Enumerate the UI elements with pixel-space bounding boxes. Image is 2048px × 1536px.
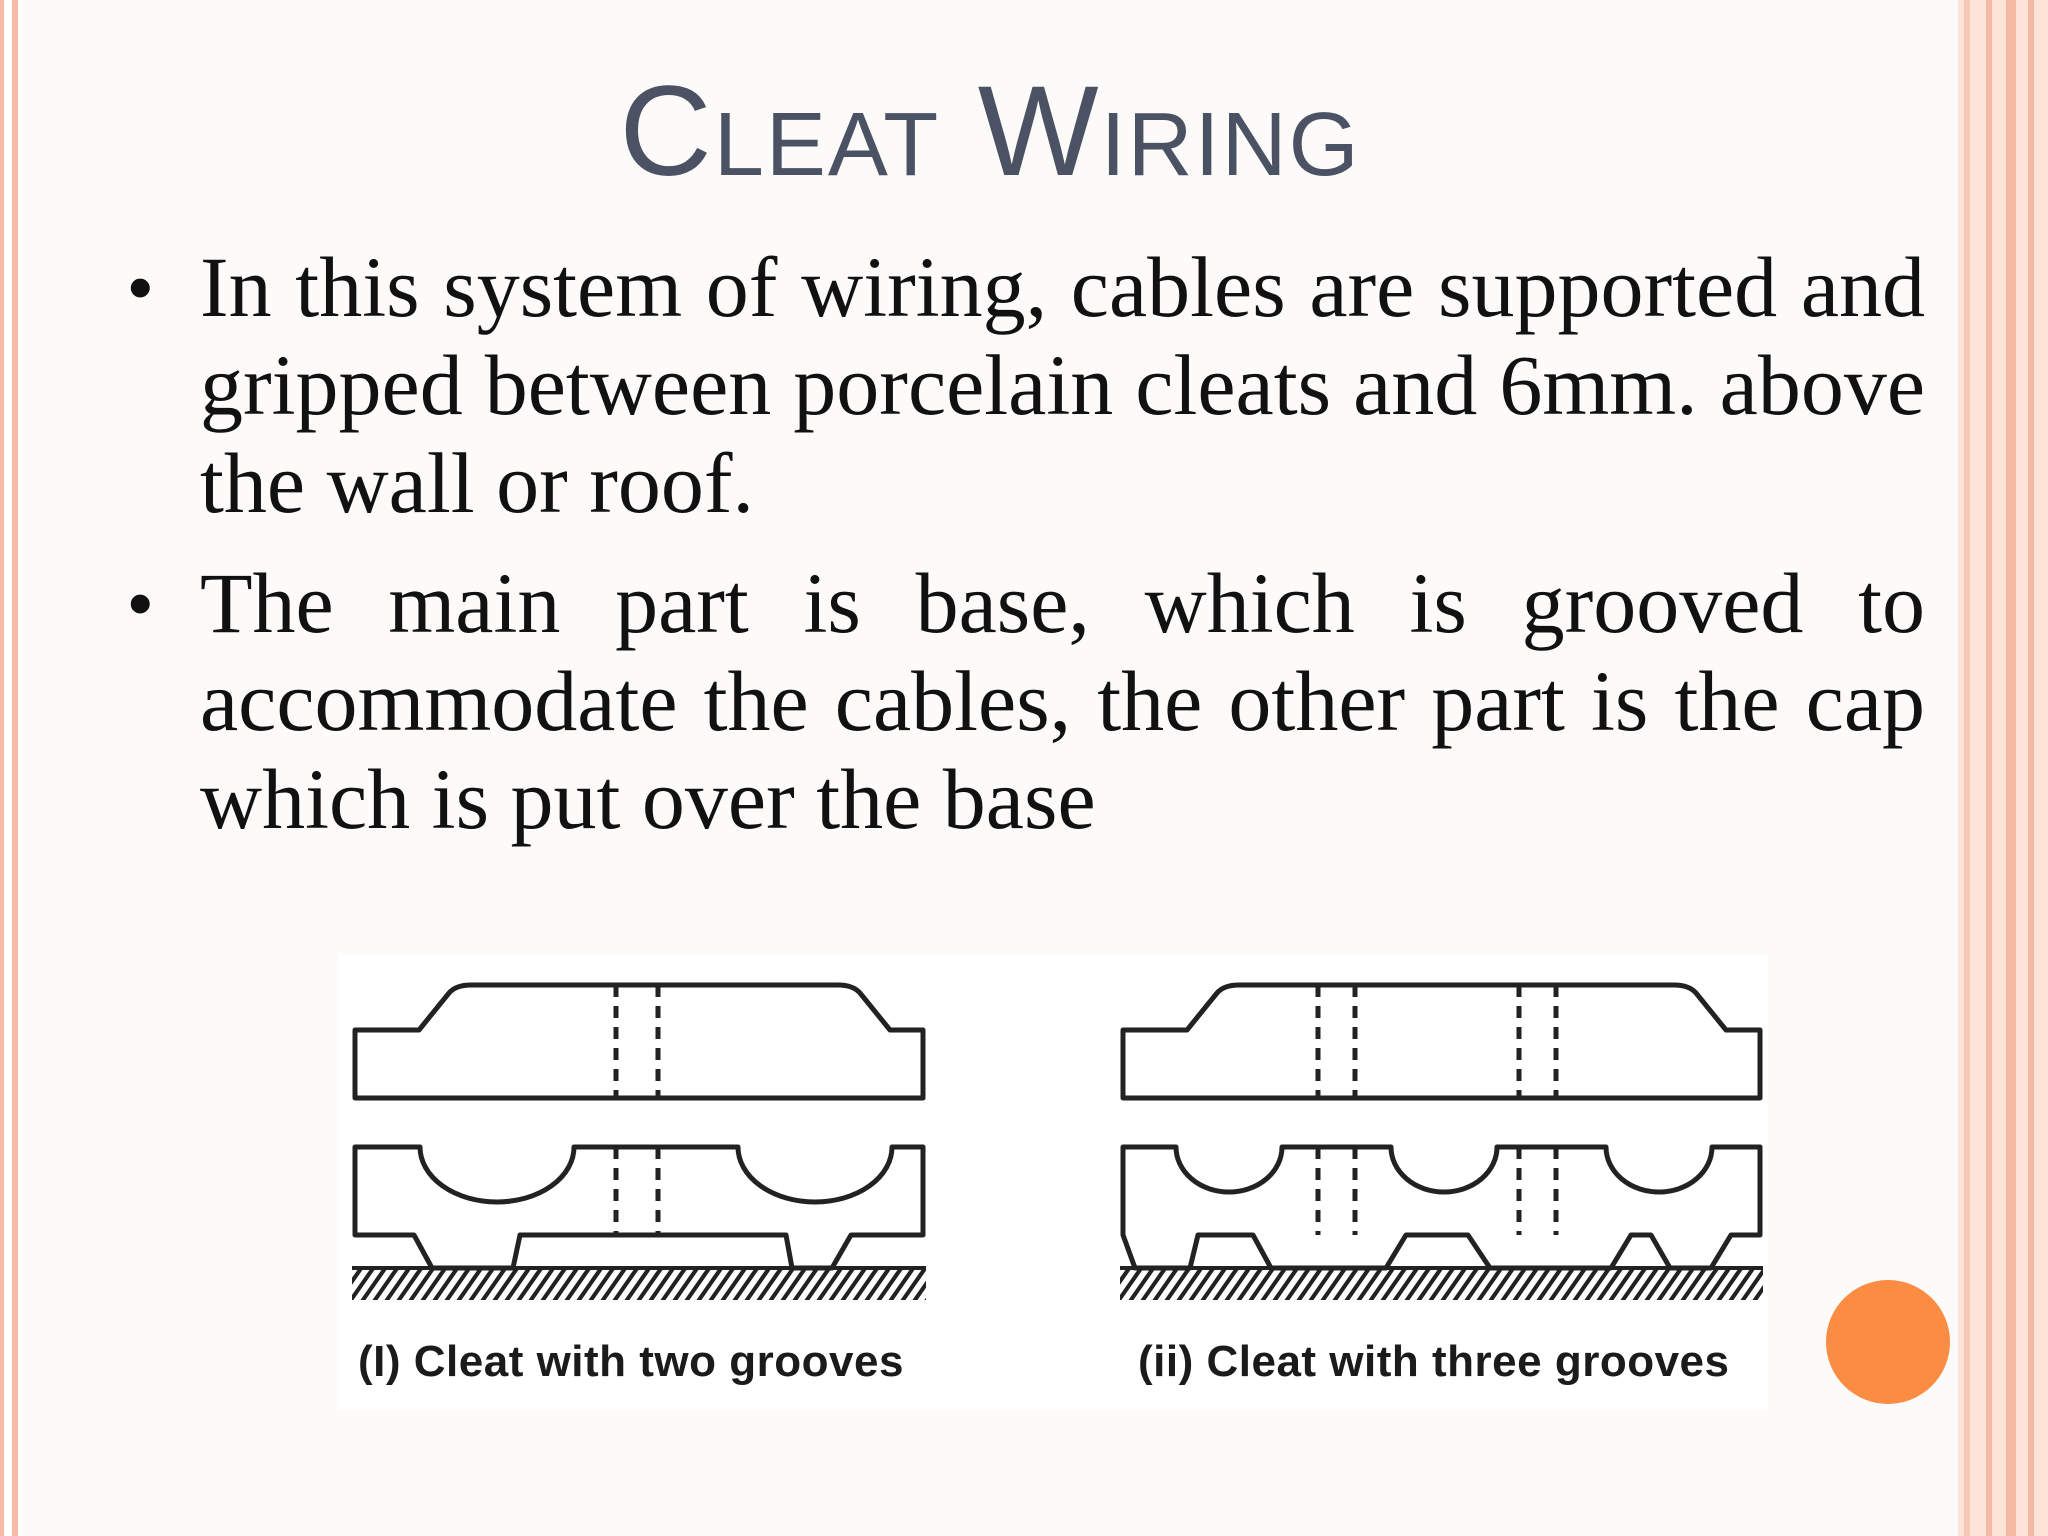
bullet-marker: • (128, 564, 153, 642)
cleat-diagram (352, 982, 1763, 1300)
bullet-list: • In this system of wiring, cables are s… (120, 238, 1925, 870)
figure-caption-two-grooves: (I) Cleat with two grooves (358, 1337, 904, 1386)
bullet-item: • The main part is base, which is groove… (120, 554, 1925, 848)
bullet-marker: • (128, 248, 153, 326)
cleat-base-right (1120, 1144, 1763, 1271)
wall-hatch-left (352, 1270, 926, 1300)
bullet-text: The main part is base, which is grooved … (200, 555, 1925, 847)
wall-hatch-right (1120, 1270, 1763, 1300)
slide-title: Cleat Wiring (619, 60, 1361, 203)
cleat-figure: (I) Cleat with two grooves (ii) Cleat wi… (338, 955, 1768, 1410)
right-frame-border (1958, 0, 2048, 1536)
decorative-orange-circle (1826, 1280, 1950, 1404)
figure-caption-three-grooves: (ii) Cleat with three grooves (1138, 1337, 1730, 1386)
cleat-base-left (352, 1144, 926, 1271)
bullet-text: In this system of wiring, cables are sup… (200, 239, 1925, 531)
bullet-item: • In this system of wiring, cables are s… (120, 238, 1925, 532)
cleat-cap-left (352, 982, 926, 1101)
cleat-cap-right (1120, 982, 1763, 1101)
left-frame-border (0, 0, 22, 1536)
